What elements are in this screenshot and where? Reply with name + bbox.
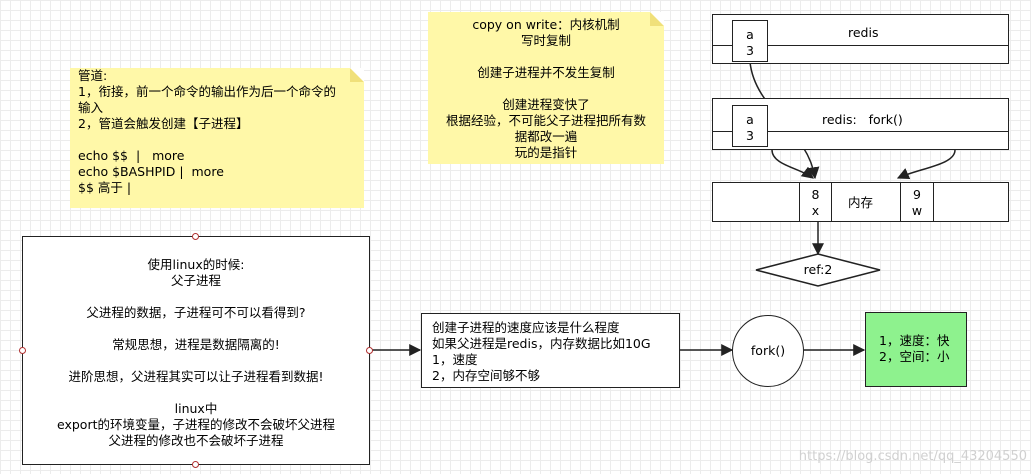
fork-circle[interactable]: fork() — [732, 315, 804, 387]
cow-sticky-note: copy on write：内核机制 写时复制 创建子进程并不发生复制 创建进程… — [428, 12, 664, 164]
redis-fork-divider-line — [712, 131, 1009, 132]
fork-label: fork() — [750, 343, 786, 358]
linux-box-line: 进阶思想，父进程其实可以让子进程看到数据! — [68, 369, 324, 384]
pipe-note-line — [78, 132, 364, 148]
var-name: a — [746, 27, 754, 42]
speed-box-line: 创建子进程的速度应该是什么程度 — [432, 320, 620, 335]
cell-var: w — [911, 203, 923, 218]
var-value: 3 — [746, 128, 754, 143]
cow-note-line: 创建子进程并不发生复制 — [477, 65, 615, 80]
var-value: 3 — [746, 43, 754, 58]
redis-fork-label: redis: fork() — [822, 112, 903, 127]
linux-box-line: 父进程的修改也不会破坏子进程 — [108, 433, 284, 448]
memory-cell-left[interactable]: 8 x — [799, 182, 832, 222]
ref-count-label: ref:2 — [803, 262, 833, 277]
redis-divider-line — [712, 45, 1009, 46]
redis-fork-var-cell[interactable]: a 3 — [732, 105, 768, 147]
memory-box[interactable] — [712, 182, 1009, 222]
linux-parent-child-box[interactable]: 使用linux的时候: 父子进程 父进程的数据，子进程可不可以看得到? 常规思想… — [22, 236, 370, 465]
note-fold-corner — [650, 12, 664, 26]
result-line: 1，速度：快 — [879, 333, 950, 348]
cow-note-line: 根据经验，不可能父子进程把所有数 — [445, 113, 646, 128]
selection-handle-bottom[interactable] — [192, 461, 199, 468]
ref-diamond-shape — [755, 253, 881, 287]
linux-box-line — [23, 353, 369, 369]
arrow-redis2-right-to-memory — [896, 149, 956, 179]
note-fold-corner — [350, 68, 364, 82]
cow-note-line — [428, 49, 664, 65]
speed-box-line: 2，内存空间够不够 — [432, 368, 540, 383]
memory-cell-right[interactable]: 9 w — [900, 182, 934, 222]
pipe-note-line: echo $$ | more — [78, 148, 185, 163]
linux-box-line: linux中 — [174, 401, 218, 416]
linux-box-line — [23, 321, 369, 337]
arrow-redis2-left-to-memory — [771, 149, 814, 179]
pipe-note-line: 2，管道会触发创建【子进程】 — [78, 116, 249, 131]
selection-handle-left[interactable] — [19, 347, 26, 354]
selection-handle-top[interactable] — [192, 233, 199, 240]
linux-box-line: 常规思想，进程是数据隔离的! — [112, 337, 280, 352]
cell-num: 8 — [811, 187, 820, 202]
speed-question-box[interactable]: 创建子进程的速度应该是什么程度 如果父进程是redis，内存数据比如10G 1，… — [421, 313, 680, 388]
result-box[interactable]: 1，速度：快 2，空间：小 — [865, 312, 967, 387]
watermark-text: https://blog.csdn.net/qq_43204550 — [798, 449, 1027, 464]
cow-note-line: 写时复制 — [520, 33, 571, 48]
redis-label: redis — [848, 25, 879, 40]
speed-box-line: 如果父进程是redis，内存数据比如10G — [432, 336, 651, 351]
linux-box-line: export的环境变量，子进程的修改不会破坏父进程 — [57, 417, 335, 432]
pipe-note-line: 输入 — [78, 100, 104, 115]
linux-box-line — [23, 289, 369, 305]
cell-var: x — [811, 203, 820, 218]
speed-box-line: 1，速度 — [432, 352, 478, 367]
linux-box-line: 使用linux的时候: — [147, 257, 245, 272]
memory-label: 内存 — [848, 195, 874, 210]
cow-note-line: 据都改一遍 — [514, 129, 578, 144]
selection-handle-right[interactable] — [366, 347, 373, 354]
pipe-note-line: 管道: — [78, 68, 108, 83]
cow-note-line: 玩的是指针 — [514, 145, 578, 160]
pipe-note-line: $$ 高于 | — [78, 180, 132, 195]
cow-note-line: 创建进程变快了 — [502, 97, 590, 112]
cow-note-line: copy on write：内核机制 — [472, 17, 620, 32]
redis-var-cell[interactable]: a 3 — [732, 20, 768, 62]
pipe-sticky-note: 管道: 1，衔接，前一个命令的输出作为后一个命令的 输入 2，管道会触发创建【子… — [70, 68, 364, 208]
cell-num: 9 — [913, 187, 921, 202]
pipe-note-line: 1，衔接，前一个命令的输出作为后一个命令的 — [78, 84, 336, 99]
linux-box-line: 父进程的数据，子进程可不可以看得到? — [86, 305, 306, 320]
result-line: 2，空间：小 — [879, 349, 950, 364]
cow-note-line — [428, 81, 664, 97]
linux-box-line: 父子进程 — [170, 273, 221, 288]
pipe-note-line: echo $BASHPID | more — [78, 164, 224, 179]
linux-box-line — [23, 385, 369, 401]
var-name: a — [746, 112, 754, 127]
